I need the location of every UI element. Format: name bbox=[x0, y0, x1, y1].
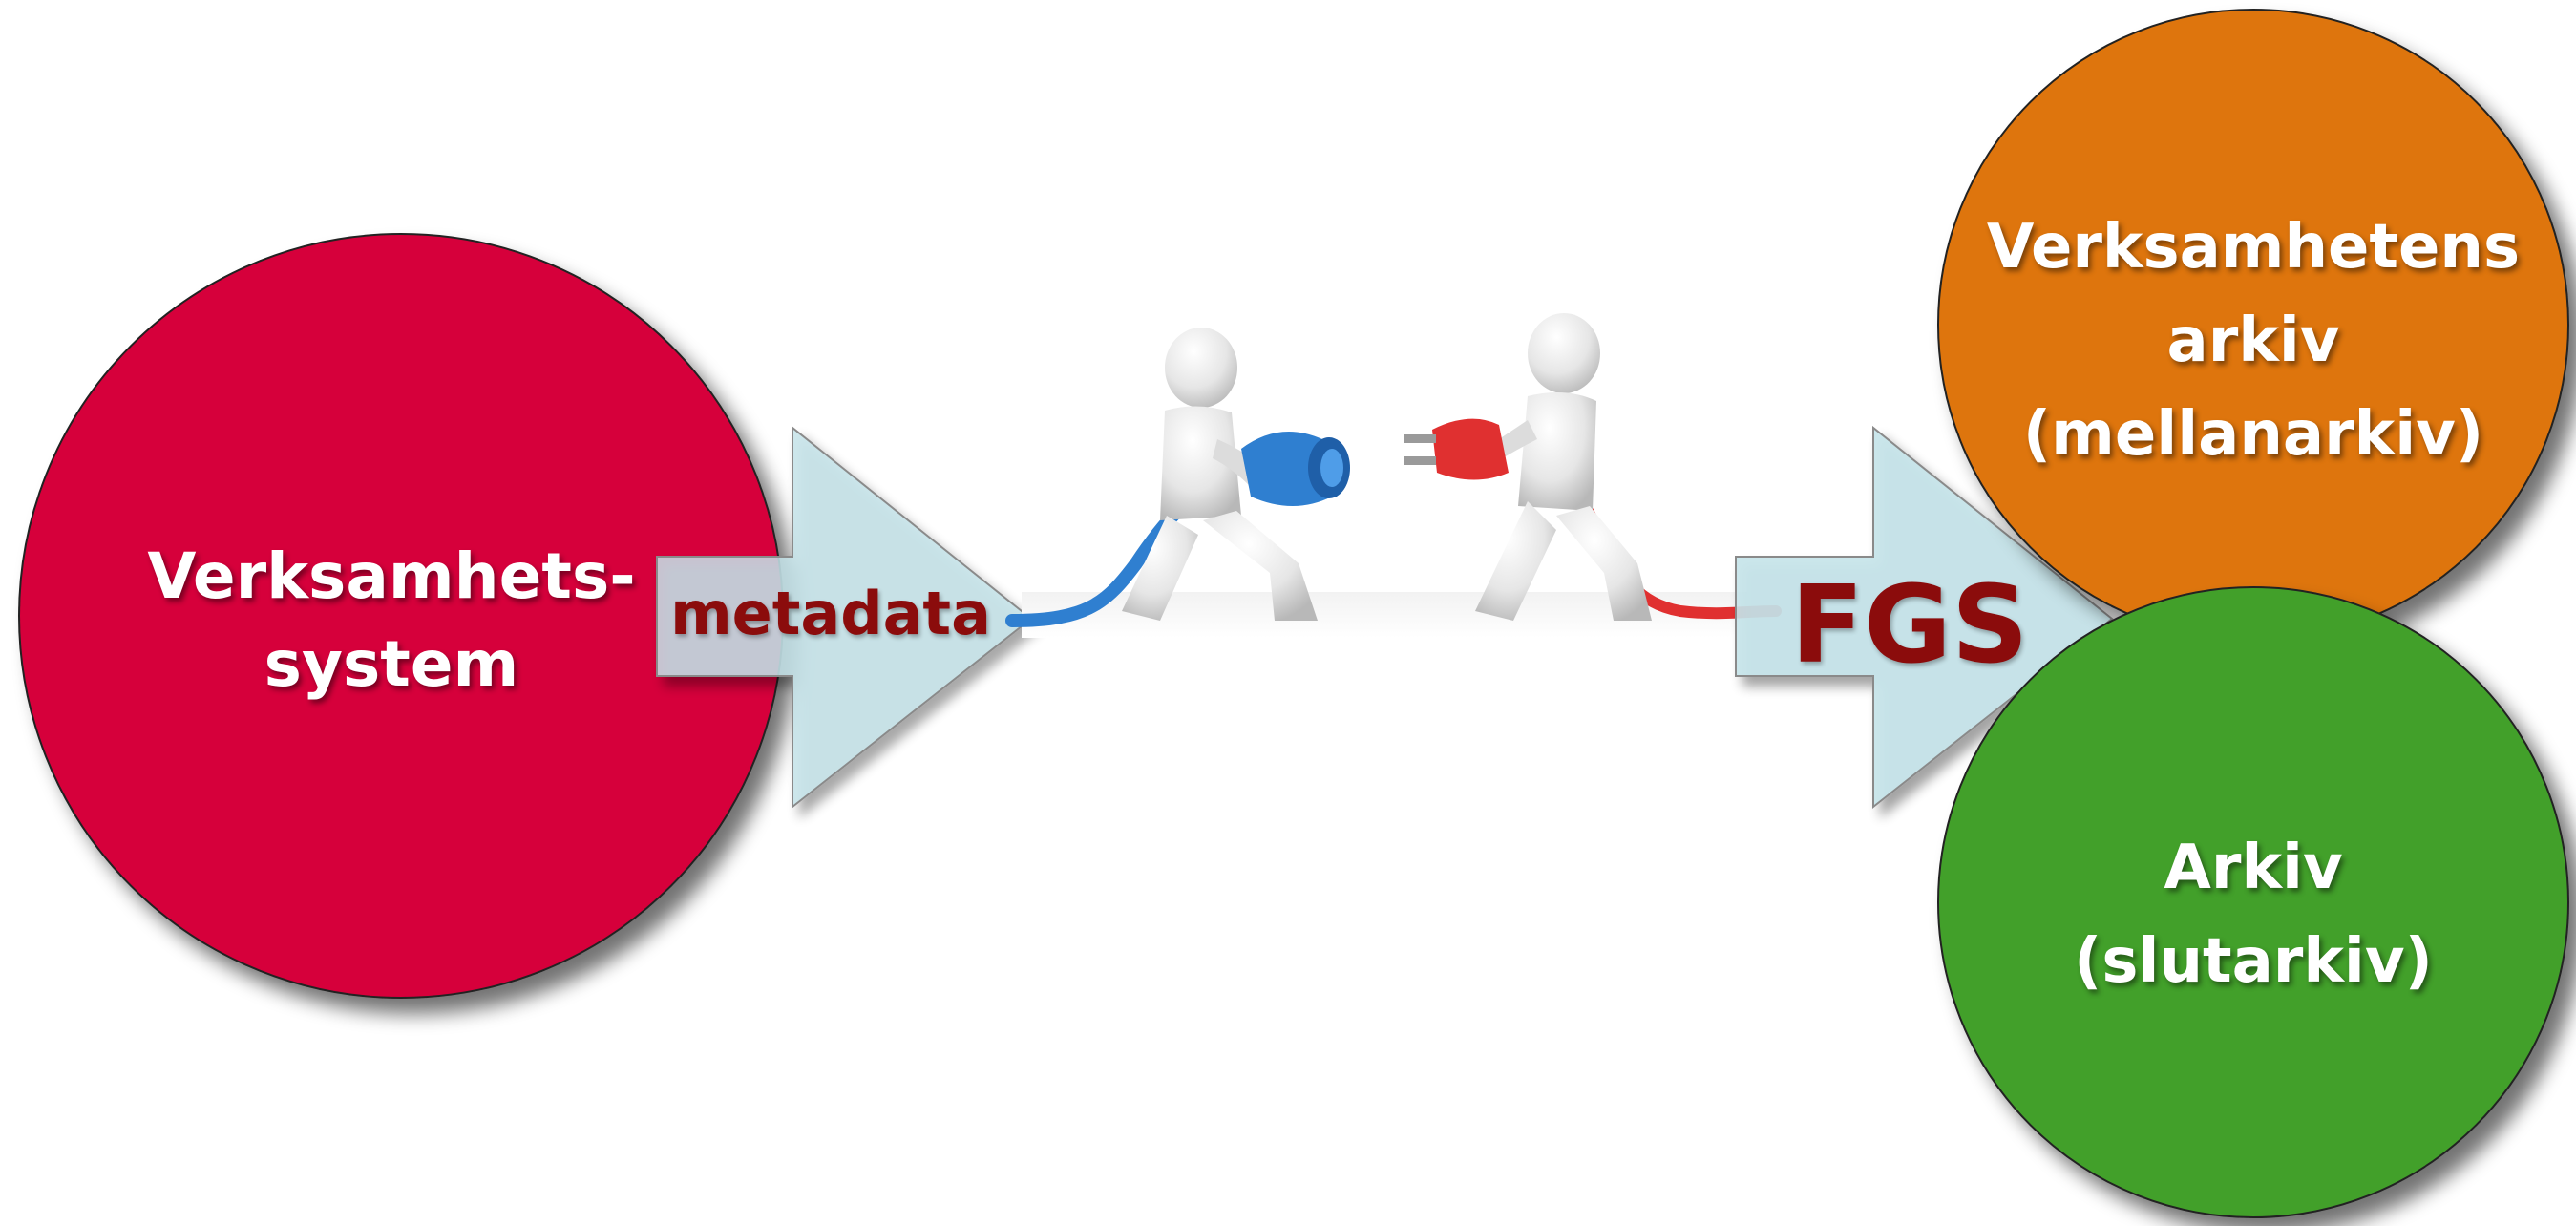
fgs-arrow-shape bbox=[1735, 425, 2114, 810]
right-person-figure bbox=[1475, 313, 1652, 621]
fgs-label: FGS bbox=[1790, 563, 2029, 687]
mid-archive-label-line-1: Verksamhetens bbox=[1986, 212, 2521, 283]
metadata-arrow bbox=[656, 425, 1033, 810]
left-person-figure bbox=[1122, 328, 1318, 621]
people-connecting-plugs-icon bbox=[1005, 313, 1782, 627]
metadata-label: metadata bbox=[670, 579, 991, 648]
mid-archive-label-line-2: arkiv bbox=[2166, 306, 2340, 376]
final-archive-label: Arkiv (slutarkiv) bbox=[1938, 821, 2568, 1008]
final-archive-label-line-2: (slutarkiv) bbox=[2074, 926, 2433, 997]
source-system-label-line-1: Verksamhets- bbox=[147, 539, 636, 613]
mid-archive-label-line-3: (mellanarkiv) bbox=[2022, 399, 2484, 470]
final-archive-label-line-1: Arkiv bbox=[2164, 833, 2343, 903]
mid-archive-label: Verksamhetens arkiv (mellanarkiv) bbox=[1938, 201, 2568, 481]
metadata-arrow-shape bbox=[656, 425, 1033, 810]
final-archive-circle bbox=[1937, 586, 2569, 1218]
fgs-arrow bbox=[1735, 425, 2114, 810]
red-plug bbox=[1404, 418, 1509, 480]
blue-plug bbox=[1241, 432, 1350, 506]
source-system-label: Verksamhets- system bbox=[115, 533, 668, 708]
final-archive-node bbox=[1937, 586, 2569, 1218]
source-system-label-line-2: system bbox=[264, 627, 519, 701]
